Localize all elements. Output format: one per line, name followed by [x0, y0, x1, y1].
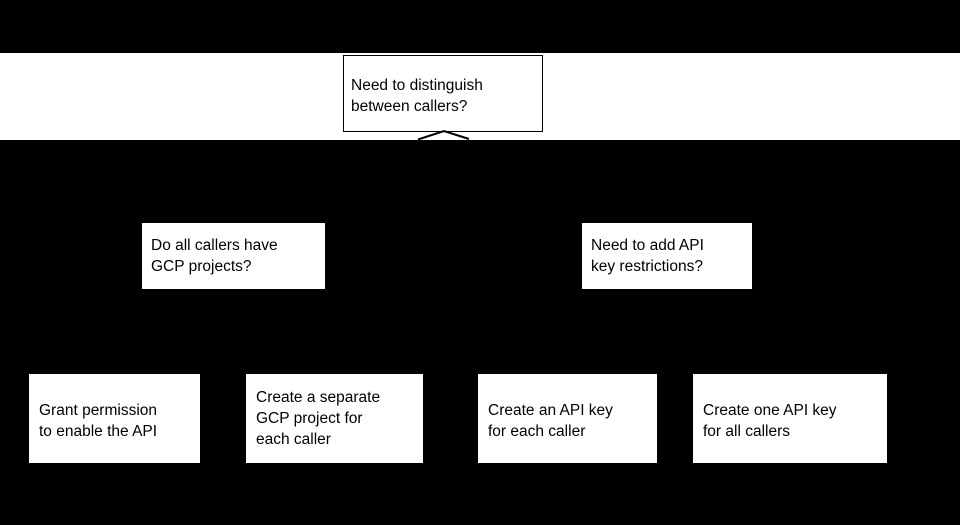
flow-node-outcome-one-key: Create one API key for all callers — [693, 374, 887, 463]
flow-node-outcome-grant-permission-label: Grant permission to enable the API — [39, 402, 158, 440]
flow-node-outcome-separate-project-label: Create a separate GCP project for each c… — [256, 389, 381, 448]
flow-node-outcome-grant-permission: Grant permission to enable the API — [29, 374, 200, 463]
flow-node-question-gcp-projects: Do all callers have GCP projects? — [142, 223, 325, 289]
flow-node-question-gcp-projects-label: Do all callers have GCP projects? — [151, 237, 278, 275]
flow-node-root-question-label: Need to distinguish between callers? — [351, 76, 483, 115]
flow-node-question-key-restrictions: Need to add API key restrictions? — [582, 223, 752, 289]
flow-node-root-question: Need to distinguish between callers? — [343, 55, 543, 132]
flow-node-question-key-restrictions-label: Need to add API key restrictions? — [591, 237, 704, 275]
flow-node-outcome-key-per-caller-label: Create an API key for each caller — [488, 402, 613, 440]
flow-node-outcome-separate-project: Create a separate GCP project for each c… — [246, 374, 423, 463]
decision-diamond-tip-icon — [417, 129, 470, 141]
flow-node-outcome-key-per-caller: Create an API key for each caller — [478, 374, 657, 463]
flow-node-outcome-one-key-label: Create one API key for all callers — [703, 402, 837, 440]
